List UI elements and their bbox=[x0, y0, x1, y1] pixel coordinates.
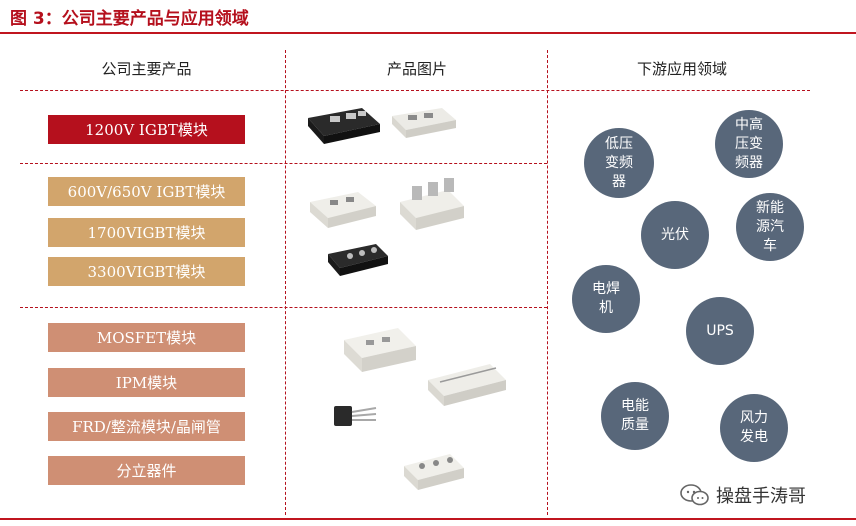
watermark: 操盘手涛哥 bbox=[680, 482, 806, 508]
app-power-quality: 电能 质量 bbox=[601, 382, 669, 450]
header-applications: 下游应用领域 bbox=[636, 60, 727, 78]
top-rule bbox=[0, 32, 856, 34]
app-ups: UPS bbox=[686, 297, 754, 365]
header-images: 产品图片 bbox=[386, 60, 447, 78]
app-medium-high-voltage-inverter: 中高 压变 频器 bbox=[715, 110, 783, 178]
column-divider-1 bbox=[285, 50, 286, 515]
bottom-rule bbox=[0, 518, 856, 520]
wechat-icon bbox=[680, 484, 709, 506]
module-white-b bbox=[400, 178, 464, 230]
module-white-1200v bbox=[392, 108, 456, 138]
product-mosfet: MOSFET模块 bbox=[48, 323, 245, 352]
app-photovoltaic: 光伏 bbox=[641, 201, 709, 269]
app-low-voltage-inverter: 低压 变频 器 bbox=[584, 128, 654, 198]
product-discrete: 分立器件 bbox=[48, 456, 245, 485]
app-electric-welder: 电焊 机 bbox=[572, 265, 640, 333]
module-dark-3300v bbox=[328, 244, 388, 276]
product-3300v-igbt: 3300VIGBT模块 bbox=[48, 257, 245, 286]
product-1700v-igbt: 1700VIGBT模块 bbox=[48, 218, 245, 247]
image-mosfet-ipm-discrete bbox=[334, 328, 506, 490]
module-dark-1200v bbox=[308, 108, 380, 144]
app-wind-power: 风力 发电 bbox=[720, 394, 788, 462]
row-divider-2 bbox=[20, 307, 547, 308]
figure-title: 图 3：公司主要产品与应用领域 bbox=[10, 9, 249, 29]
watermark-text: 操盘手涛哥 bbox=[716, 486, 806, 507]
column-divider-2 bbox=[547, 50, 548, 515]
product-600v-650v-igbt: 600V/650V IGBT模块 bbox=[48, 177, 245, 206]
image-600v-3300v-modules bbox=[310, 178, 464, 276]
module-mosfet bbox=[344, 328, 416, 372]
product-ipm: IPM模块 bbox=[48, 368, 245, 397]
header-products: 公司主要产品 bbox=[101, 60, 192, 78]
header-divider bbox=[20, 90, 810, 91]
row-divider-1 bbox=[20, 163, 547, 164]
discrete-transistor bbox=[334, 406, 377, 426]
module-frd bbox=[404, 454, 464, 490]
product-frd-rectifier-thyristor: FRD/整流模块/晶闸管 bbox=[48, 412, 245, 441]
module-ipm bbox=[428, 364, 506, 406]
app-new-energy-vehicle: 新能 源汽 车 bbox=[736, 193, 804, 261]
product-1200v-igbt: 1200V IGBT模块 bbox=[48, 115, 245, 144]
image-1200v-modules bbox=[308, 108, 456, 144]
module-white-a bbox=[310, 192, 376, 228]
